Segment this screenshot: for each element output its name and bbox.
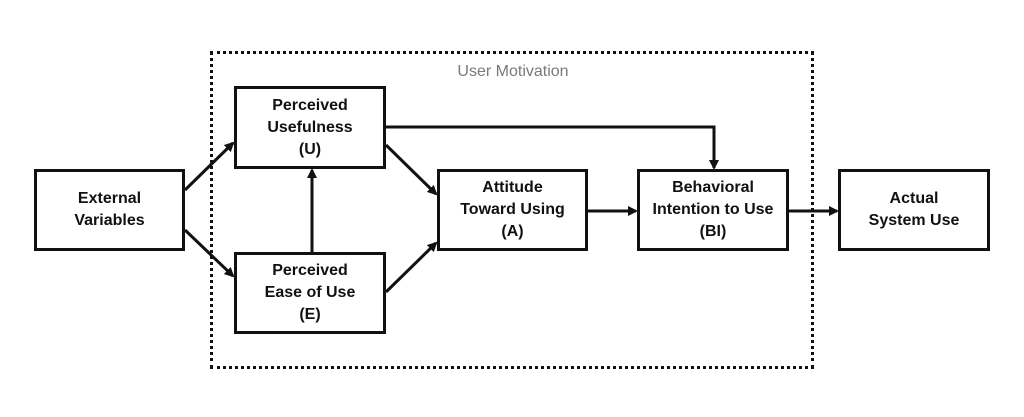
node-label: Perceived <box>272 262 348 279</box>
node-label: Ease of Use <box>264 284 356 301</box>
node-label: Perceived <box>272 96 348 114</box>
node-abbreviation: (U) <box>298 140 322 158</box>
edge-peou-to-attitude <box>384 241 438 294</box>
node-label: Toward Using <box>460 201 565 218</box>
edge-external-to-peou <box>183 228 235 278</box>
node-label: Behavioral <box>672 179 754 196</box>
edge-pu-to-bi <box>386 125 719 170</box>
node-behavioral-intention: Behavioral Intention to Use (BI) <box>637 169 789 251</box>
node-abbreviation: (BI) <box>699 223 727 240</box>
edge-pu-to-attitude <box>384 143 438 196</box>
node-label: Actual <box>889 190 939 207</box>
node-label: External <box>77 190 142 207</box>
node-label: Usefulness <box>267 118 353 136</box>
node-label: Attitude <box>482 179 543 196</box>
node-label: Variables <box>74 212 145 229</box>
node-attitude-toward-using: Attitude Toward Using (A) <box>437 169 588 251</box>
node-actual-system-use: Actual System Use <box>838 169 990 251</box>
node-label: Intention to Use <box>652 201 774 218</box>
node-label: System Use <box>868 212 960 229</box>
node-external-variables: External Variables <box>34 169 185 251</box>
node-perceived-usefulness: Perceived Usefulness (U) <box>234 86 386 169</box>
node-abbreviation: (A) <box>501 223 524 240</box>
node-perceived-ease-of-use: Perceived Ease of Use (E) <box>234 252 386 334</box>
user-motivation-label: User Motivation <box>457 63 569 80</box>
node-abbreviation: (E) <box>299 306 321 323</box>
edge-external-to-pu <box>183 141 235 192</box>
